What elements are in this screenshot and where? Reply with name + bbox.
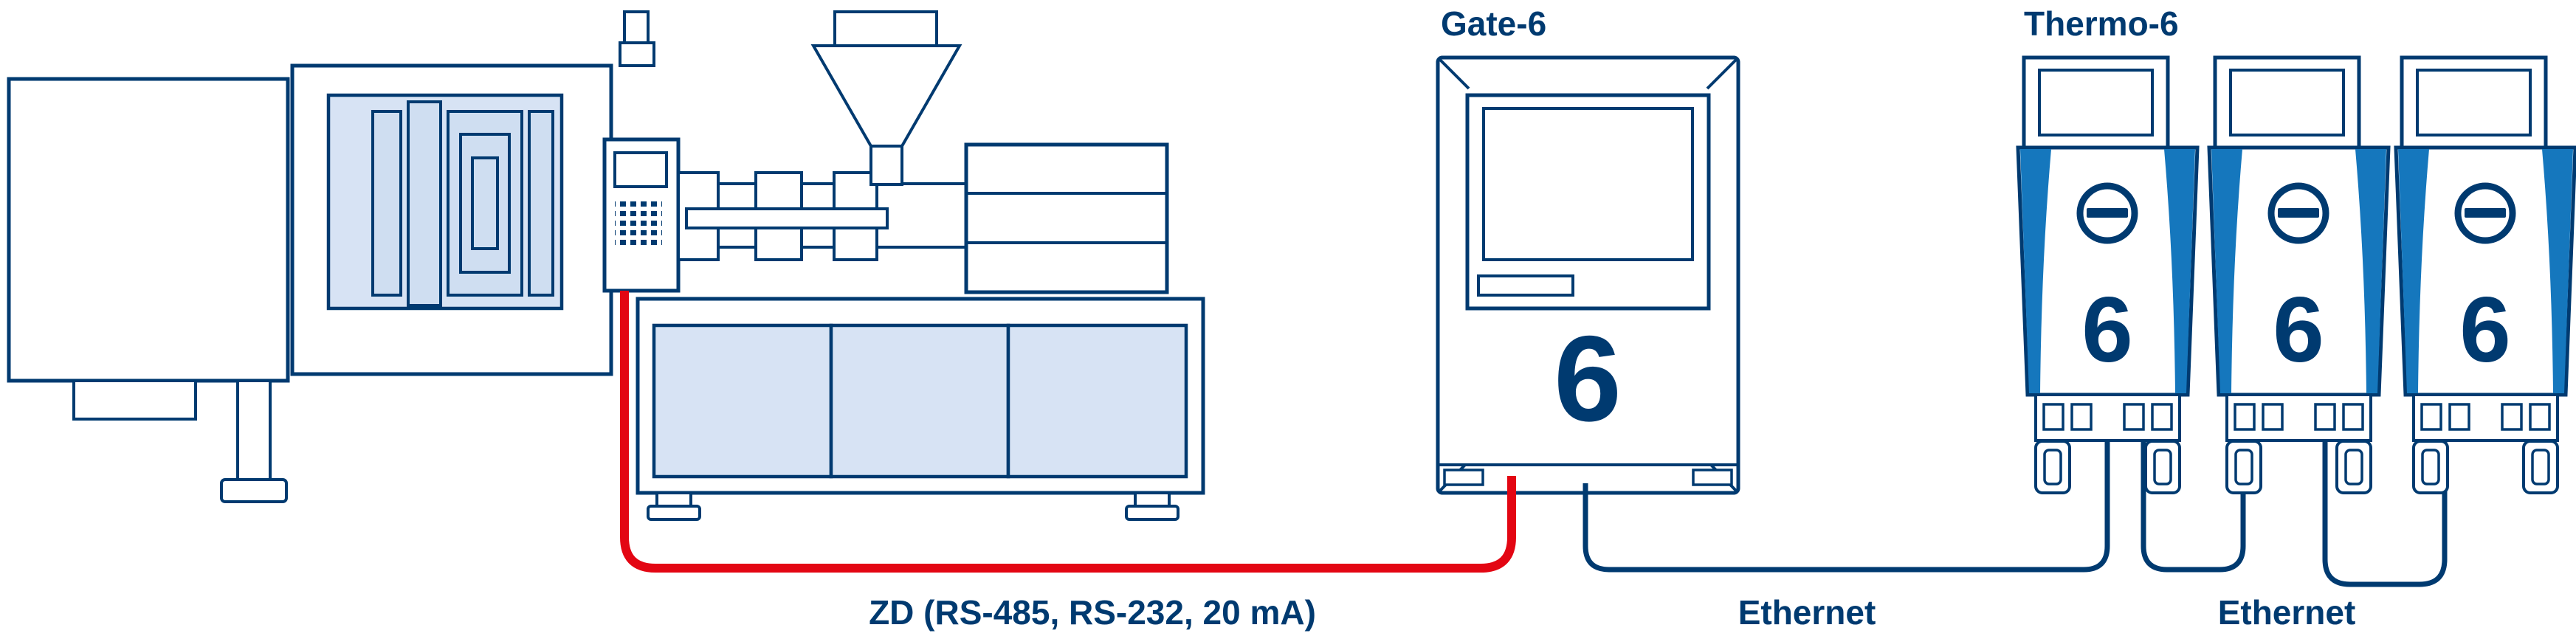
- hopper-lid: [833, 10, 938, 47]
- barrel-segment: [875, 182, 971, 249]
- machine-foot: [1125, 505, 1179, 521]
- mold-core: [471, 156, 499, 250]
- hopper-funnel: [810, 44, 962, 148]
- gate6-foot: [1692, 469, 1733, 486]
- thermo-unit-2: [2209, 58, 2389, 493]
- ethernet-cable-2: [2141, 428, 2246, 573]
- gate6-label: Gate-6: [1441, 4, 1546, 43]
- clamp-platen: [371, 110, 402, 297]
- base-panel: [652, 323, 833, 479]
- clamp-platen: [407, 100, 442, 307]
- clamp-window: [326, 93, 564, 311]
- thermo6-label: Thermo-6: [2024, 4, 2179, 43]
- ethernet-cable-3: [2322, 428, 2448, 587]
- zd-cable-label: ZD (RS-485, RS-232, 20 mA): [869, 593, 1316, 632]
- gate6-bevel: [1439, 58, 1470, 90]
- machine-foot: [220, 478, 288, 503]
- thermo-unit-3: [2396, 58, 2575, 493]
- machine-guard: [7, 77, 290, 383]
- gate6-bevel: [1706, 58, 1738, 90]
- base-panel: [1006, 323, 1188, 479]
- base-panel: [829, 323, 1010, 479]
- injection-molding-machine: [7, 10, 1205, 521]
- motor-housing: [964, 142, 1169, 294]
- control-panel-display: [613, 151, 668, 188]
- signal-beacon: [623, 10, 650, 44]
- gate6-foot: [1443, 469, 1484, 486]
- ethernet-label-1: Ethernet: [1738, 593, 1876, 632]
- injection-screw: [685, 207, 889, 229]
- ethernet-label-2: Ethernet: [2218, 593, 2356, 632]
- ethernet-cable-1: [1583, 428, 2110, 573]
- machine-foot: [647, 505, 701, 521]
- gate6-digit: 6: [1554, 311, 1622, 446]
- clamp-platen: [528, 110, 554, 297]
- keypad-icon: [615, 201, 662, 245]
- thermo-unit-1: [2018, 58, 2197, 493]
- gate6-device: 6: [1436, 55, 1740, 495]
- hopper-neck: [869, 145, 903, 186]
- gate6-screen: [1482, 107, 1694, 261]
- zd-cable: [620, 291, 1516, 573]
- gate6-button-strip: [1477, 274, 1574, 297]
- machine-leg: [236, 379, 272, 485]
- machine-guard-step: [72, 379, 197, 421]
- signal-beacon-base: [619, 41, 655, 67]
